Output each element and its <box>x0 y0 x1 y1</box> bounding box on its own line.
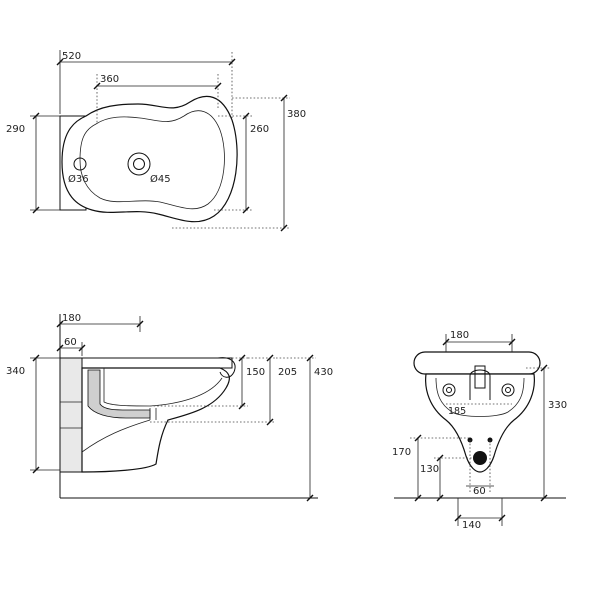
top-view: 520 360 290 260 380 Ø36 Ø45 <box>6 50 306 232</box>
dim-overall-length: 520 <box>62 51 81 62</box>
dim-lower-height: 170 <box>392 447 411 458</box>
drain-outlet <box>473 451 487 465</box>
dim-centre-offset: 180 <box>62 313 81 324</box>
label-drain-hole: Ø45 <box>150 173 171 185</box>
top-inner-bowl <box>79 110 225 210</box>
dim-inlet-spacing: 185 <box>448 406 466 417</box>
dim-drain-spacing: 60 <box>473 486 486 497</box>
fixing-hole-left <box>442 383 456 397</box>
drain-hole-outer <box>127 152 151 176</box>
dim-projection-width: 380 <box>287 109 306 120</box>
side-wall-block <box>59 357 83 473</box>
label-tap-hole: Ø36 <box>68 173 89 185</box>
dim-bowl-width: 260 <box>250 124 269 135</box>
drain-hole-inner <box>133 158 145 170</box>
dim-bowl-length: 360 <box>100 74 119 85</box>
central-inlet <box>469 369 491 400</box>
dim-rim-depth: 150 <box>246 367 265 378</box>
dim-fixing-height: 130 <box>420 464 439 475</box>
dim-fixing-spacing: 180 <box>450 330 469 341</box>
dim-height-front: 340 <box>6 366 25 377</box>
dim-total-height: 430 <box>314 367 333 378</box>
dim-front-height: 330 <box>548 400 567 411</box>
tap-hole <box>73 157 87 171</box>
front-body <box>425 373 535 473</box>
dim-rim-height: 205 <box>278 367 297 378</box>
front-view: 180 185 330 170 130 60 140 <box>392 330 567 531</box>
dim-wall-offset: 60 <box>64 337 77 348</box>
top-outer-body <box>61 95 238 223</box>
side-view: 180 60 340 150 205 430 <box>6 313 333 502</box>
dim-overall-width: 290 <box>6 124 25 135</box>
side-rim <box>81 357 233 369</box>
dim-base-width: 140 <box>462 520 481 531</box>
fixing-hole-right <box>501 383 515 397</box>
side-rim-lip <box>217 357 236 378</box>
